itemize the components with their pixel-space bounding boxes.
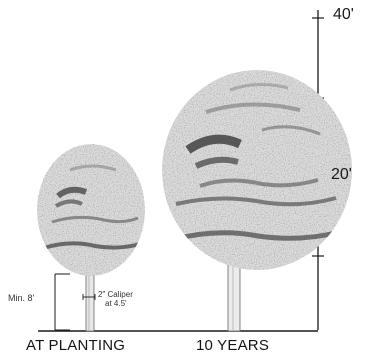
tree-10-years	[162, 70, 352, 332]
min-clearance-label: Min. 8'	[8, 293, 35, 303]
clearance-bracket	[54, 273, 70, 331]
caption-at-planting: AT PLANTING	[26, 337, 126, 354]
caliper-label-line2: at 4.5'	[105, 299, 127, 308]
canopy-large	[162, 70, 352, 270]
caption-10-years: 10 YEARS	[196, 337, 270, 354]
canopy-small	[37, 144, 145, 276]
caliper-marker	[82, 294, 96, 300]
caliper-label-line1: 2" Caliper	[98, 290, 133, 299]
scale-label-20ft: 20'	[331, 166, 352, 183]
trunk-large	[227, 257, 241, 332]
scale-label-40ft: 40'	[333, 6, 354, 23]
tree-at-planting	[37, 144, 145, 332]
